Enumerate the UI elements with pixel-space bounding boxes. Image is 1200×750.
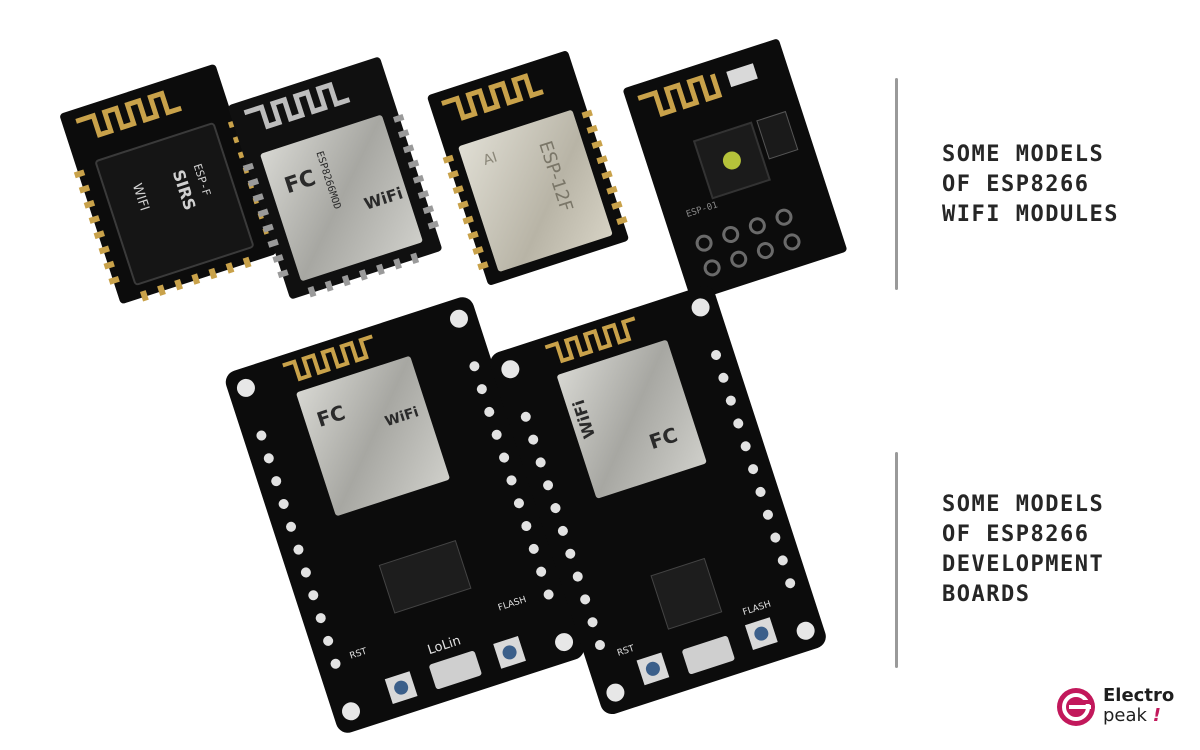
esp-module-4: ESP-01 [623, 39, 847, 301]
logo-mark-icon [1057, 688, 1095, 726]
caption-dev-boards: SOME MODELS OF ESP8266 DEVELOPMENT BOARD… [942, 490, 1172, 610]
logo-line-2: peak ! [1103, 706, 1174, 726]
caption-wifi-line-3: WIFI MODULES [942, 202, 1119, 227]
divider-top [895, 78, 898, 290]
module-3-mark-b: AI [481, 149, 499, 168]
electropeak-logo: Electro peak ! [1055, 683, 1195, 733]
logo-line-1: Electro [1103, 685, 1175, 706]
caption-wifi-line-1: SOME MODELS [942, 142, 1105, 167]
esp-module-2: ESP8266MOD FC WiFi [228, 57, 442, 299]
logo-line-2-text: peak [1103, 705, 1147, 726]
caption-boards-line-1: SOME MODELS [942, 492, 1105, 517]
caption-boards-line-4: BOARDS [942, 582, 1031, 607]
caption-boards-line-2: OF ESP8266 [942, 522, 1090, 547]
logo-bang: ! [1152, 705, 1161, 726]
caption-wifi-line-2: OF ESP8266 [942, 172, 1090, 197]
caption-boards-line-3: DEVELOPMENT [942, 552, 1105, 577]
dev-board-2: WiFi FC RST FLASH [490, 285, 826, 715]
divider-bottom [895, 452, 898, 668]
dev-board-1: WiFi FC LoLin RST FLASH [225, 297, 585, 733]
esp-module-3: ESP-12F AI [427, 51, 629, 285]
caption-wifi-modules: SOME MODELS OF ESP8266 WIFI MODULES [942, 140, 1172, 230]
logo-wordmark: Electro peak ! [1103, 686, 1174, 726]
